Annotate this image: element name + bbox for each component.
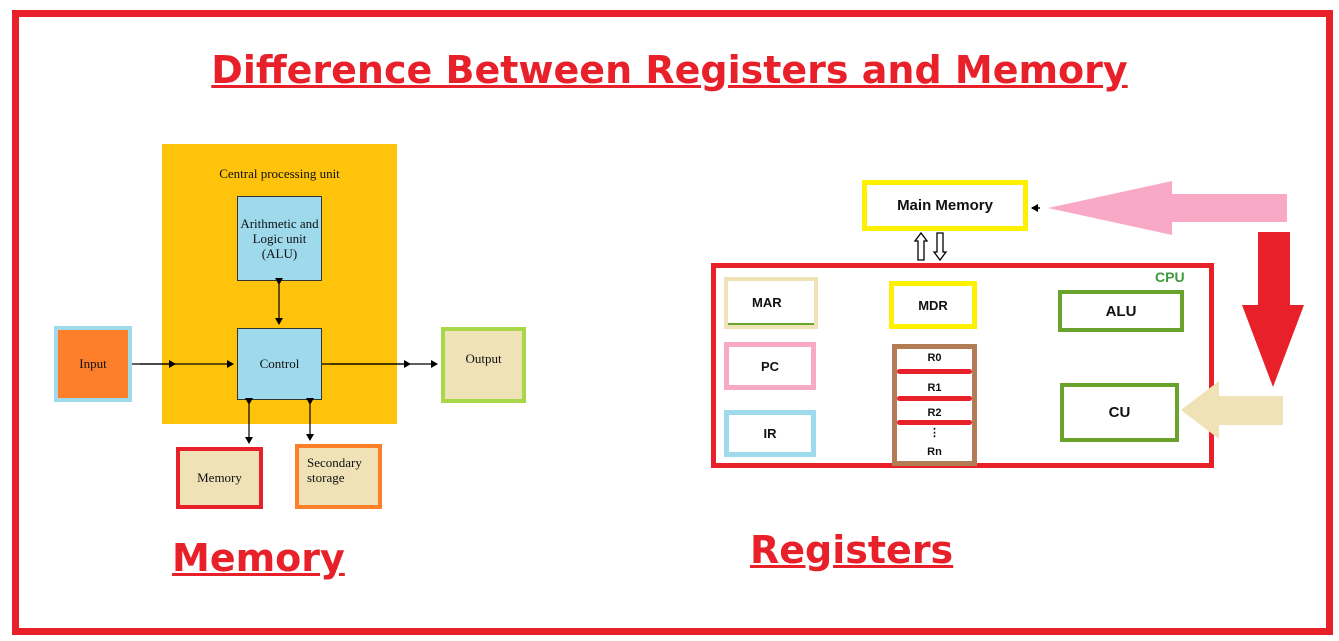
control-box: Control: [237, 328, 322, 400]
alu-box: Arithmetic and Logic unit (ALU): [237, 196, 322, 281]
input-box: Input: [54, 326, 132, 402]
ir-label: IR: [763, 426, 777, 441]
pc-box: PC: [724, 342, 816, 390]
cpu-label: Central processing unit: [219, 166, 340, 181]
cu-label: CU: [1108, 404, 1131, 421]
register-divider: [897, 396, 972, 401]
register-r0: R0: [927, 352, 942, 364]
alu-label: Arithmetic and Logic unit (ALU): [240, 216, 319, 261]
alu-register-label: ALU: [1105, 302, 1137, 320]
alu-register-box: ALU: [1058, 290, 1184, 332]
control-label: Control: [259, 356, 300, 371]
register-r1: R1: [927, 382, 942, 394]
main-memory-box: Main Memory: [862, 180, 1028, 231]
register-divider: [897, 369, 972, 374]
memory-caption: Memory: [172, 536, 345, 580]
mar-inner: MAR: [728, 281, 814, 325]
register-r2: R2: [927, 407, 942, 419]
pink-arrow: [1048, 181, 1287, 235]
mdr-label: MDR: [918, 297, 948, 313]
general-registers-stack: [892, 344, 977, 466]
register-dots: ⋮: [929, 427, 940, 439]
memory-box: Memory: [176, 447, 263, 509]
mdr-box: MDR: [889, 281, 977, 329]
pc-label: PC: [760, 358, 780, 374]
mdr-down-arrow: [932, 232, 948, 262]
secondary-storage-box: Secondary storage: [295, 444, 382, 509]
secondary-storage-label: Secondary storage: [307, 455, 362, 485]
memory-label: Memory: [197, 470, 242, 485]
output-box: Output: [441, 327, 526, 403]
register-rn: Rn: [927, 446, 942, 458]
mar-label: MAR: [752, 294, 782, 310]
register-divider: [897, 420, 972, 425]
cpu-register-label: CPU: [1155, 269, 1185, 285]
beige-arrow: [1181, 381, 1283, 439]
mar-box: MAR: [724, 277, 818, 329]
red-down-arrow: [1242, 232, 1304, 387]
ir-box: IR: [724, 410, 816, 457]
page-title: Difference Between Registers and Memory: [211, 48, 1128, 92]
mdr-up-arrow: [913, 231, 929, 261]
input-label: Input: [79, 356, 107, 371]
cu-box: CU: [1060, 383, 1179, 442]
output-label: Output: [465, 351, 502, 366]
registers-caption: Registers: [750, 528, 954, 572]
main-memory-label: Main Memory: [897, 197, 993, 214]
